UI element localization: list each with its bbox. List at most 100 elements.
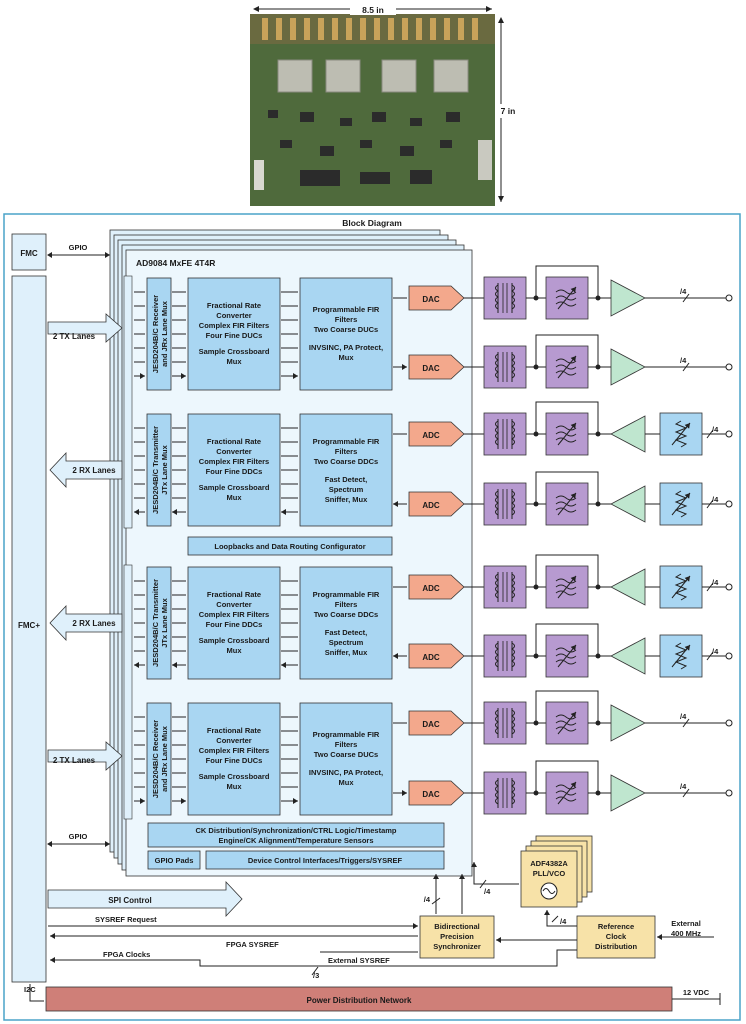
- svg-text:Mux: Mux: [339, 353, 355, 362]
- svg-text:ADF4382A: ADF4382A: [530, 859, 568, 868]
- rf-chain-7: DAC /4: [408, 690, 733, 745]
- spi-control-arrow: SPI Control: [47, 880, 243, 918]
- svg-text:Mux: Mux: [227, 357, 243, 366]
- svg-text:2 RX Lanes: 2 RX Lanes: [72, 619, 116, 628]
- loopback-block: [187, 536, 393, 556]
- fmc-plus-label: FMC+: [18, 621, 40, 630]
- rf-chain-4: ADC /4: [408, 471, 733, 526]
- sysref-request-label: SYSREF Request: [95, 915, 157, 924]
- ck-distribution-line2: Engine/CK Alignment/Temperature Sensors: [218, 836, 373, 845]
- external-line2: 400 MHz: [671, 929, 701, 938]
- svg-text:DAC: DAC: [422, 790, 440, 799]
- vdc-label: 12 VDC: [683, 988, 710, 997]
- svg-text:Four Fine DUCs: Four Fine DUCs: [206, 331, 263, 340]
- adf-lane-label: /4: [484, 887, 491, 896]
- svg-text:Fractional Rate: Fractional Rate: [207, 726, 261, 735]
- fpga-sysref-label: FPGA SYSREF: [226, 940, 279, 949]
- svg-text:Two Coarse DUCs: Two Coarse DUCs: [314, 325, 378, 334]
- svg-text:Spectrum: Spectrum: [329, 638, 364, 647]
- bus-bar-upper: [123, 275, 133, 529]
- external-line1: External: [671, 919, 701, 928]
- svg-text:Mux: Mux: [227, 782, 243, 791]
- svg-text:Mux: Mux: [227, 646, 243, 655]
- svg-text:Sample Crossboard: Sample Crossboard: [199, 772, 270, 781]
- svg-text:Four Fine DDCs: Four Fine DDCs: [206, 620, 263, 629]
- bps-line3: Synchronizer: [433, 942, 481, 951]
- svg-text:/4: /4: [712, 495, 719, 504]
- svg-text:Two Coarse DDCs: Two Coarse DDCs: [314, 610, 378, 619]
- chip-title: AD9084 MxFE 4T4R: [136, 258, 215, 268]
- diagram-header: Block Diagram: [342, 218, 402, 228]
- svg-text:JESD204B/C Receiver: JESD204B/C Receiver: [151, 720, 160, 798]
- board-photo: [250, 14, 495, 206]
- svg-text:Fast Detect,: Fast Detect,: [325, 628, 368, 637]
- svg-text:/4: /4: [712, 578, 719, 587]
- rx-lanes-upper: 2 RX Lanes: [49, 451, 123, 489]
- ref-clock-block: [576, 915, 656, 959]
- svg-text:Sample Crossboard: Sample Crossboard: [199, 636, 270, 645]
- gpio-top-label: GPIO: [69, 243, 88, 252]
- fpga-clocks-line: [50, 949, 577, 967]
- svg-text:Converter: Converter: [216, 600, 252, 609]
- svg-text:Complex FIR Filters: Complex FIR Filters: [199, 321, 269, 330]
- svg-text:Converter: Converter: [216, 736, 252, 745]
- board-photo-area: 8.5 in 7 in: [250, 3, 518, 206]
- ref-to-adf-line: [544, 910, 577, 927]
- ref-lane-label: /4: [560, 917, 567, 926]
- svg-text:2 TX Lanes: 2 TX Lanes: [53, 756, 96, 765]
- svg-text:JTx Lane Mux: JTx Lane Mux: [160, 444, 169, 494]
- svg-text:/4: /4: [680, 356, 687, 365]
- ck-distribution-line1: CK Distribution/Synchronization/CTRL Log…: [196, 826, 397, 835]
- svg-text:Mux: Mux: [339, 778, 355, 787]
- svg-text:/4: /4: [680, 287, 687, 296]
- svg-text:Mux: Mux: [227, 493, 243, 502]
- svg-text:Fast Detect,: Fast Detect,: [325, 475, 368, 484]
- ref-clock-line1: Reference: [598, 922, 634, 931]
- rf-chain-3: ADC /4: [408, 401, 733, 456]
- svg-text:INVSINC, PA Protect,: INVSINC, PA Protect,: [309, 768, 383, 777]
- svg-text:Two Coarse DUCs: Two Coarse DUCs: [314, 750, 378, 759]
- svg-text:ADC: ADC: [422, 501, 440, 510]
- svg-text:JESD204B/C Receiver: JESD204B/C Receiver: [151, 295, 160, 373]
- svg-text:Filters: Filters: [335, 447, 358, 456]
- svg-text:DAC: DAC: [422, 295, 440, 304]
- svg-text:2 RX Lanes: 2 RX Lanes: [72, 466, 116, 475]
- svg-text:Converter: Converter: [216, 311, 252, 320]
- svg-text:Fractional Rate: Fractional Rate: [207, 437, 261, 446]
- svg-text:ADC: ADC: [422, 431, 440, 440]
- tx-lanes-upper: 2 TX Lanes: [47, 313, 123, 343]
- chip-main: [125, 249, 473, 877]
- tx-group-2: JESD204B/C Receiver and JRx Lane Mux Fra…: [134, 702, 407, 816]
- pdn-label: Power Distribution Network: [307, 996, 412, 1005]
- svg-text:Sniffer, Mux: Sniffer, Mux: [325, 648, 368, 657]
- tx-group-1: JESD204B/C Receiver and JRx Lane Mux Fra…: [134, 277, 407, 391]
- svg-text:and JRx Lane Mux: and JRx Lane Mux: [160, 725, 169, 792]
- svg-text:JESD204B/C Transmitter: JESD204B/C Transmitter: [151, 579, 160, 667]
- svg-text:Fractional Rate: Fractional Rate: [207, 301, 261, 310]
- ref-clock-line3: Distribution: [595, 942, 637, 951]
- gpio-lower-label: GPIO: [69, 832, 88, 841]
- i2c-line: [29, 984, 44, 1002]
- svg-text:Sample Crossboard: Sample Crossboard: [199, 483, 270, 492]
- fmc-block: [11, 233, 47, 271]
- svg-text:Programmable FIR: Programmable FIR: [313, 590, 380, 599]
- svg-text:Filters: Filters: [335, 600, 358, 609]
- svg-text:Complex FIR Filters: Complex FIR Filters: [199, 610, 269, 619]
- external-sysref-label: External SYSREF: [328, 956, 390, 965]
- rx-group-2: JESD204B/C Transmitter JTx Lane Mux Frac…: [134, 566, 407, 680]
- rf-chain-6: ADC /4: [408, 623, 733, 678]
- gpio-pads-block: [147, 850, 201, 870]
- power-distribution-network: [45, 986, 673, 1012]
- svg-text:DAC: DAC: [422, 364, 440, 373]
- svg-text:Fractional Rate: Fractional Rate: [207, 590, 261, 599]
- width-label: 8.5 in: [362, 5, 384, 15]
- svg-text:/4: /4: [712, 425, 719, 434]
- lane3-label: /3: [313, 971, 319, 980]
- svg-text:Complex FIR Filters: Complex FIR Filters: [199, 746, 269, 755]
- device-control-block: [205, 850, 445, 870]
- bps-line2: Precision: [440, 932, 474, 941]
- svg-text:Sniffer, Mux: Sniffer, Mux: [325, 495, 368, 504]
- svg-text:Complex FIR Filters: Complex FIR Filters: [199, 457, 269, 466]
- svg-text:Programmable FIR: Programmable FIR: [313, 730, 380, 739]
